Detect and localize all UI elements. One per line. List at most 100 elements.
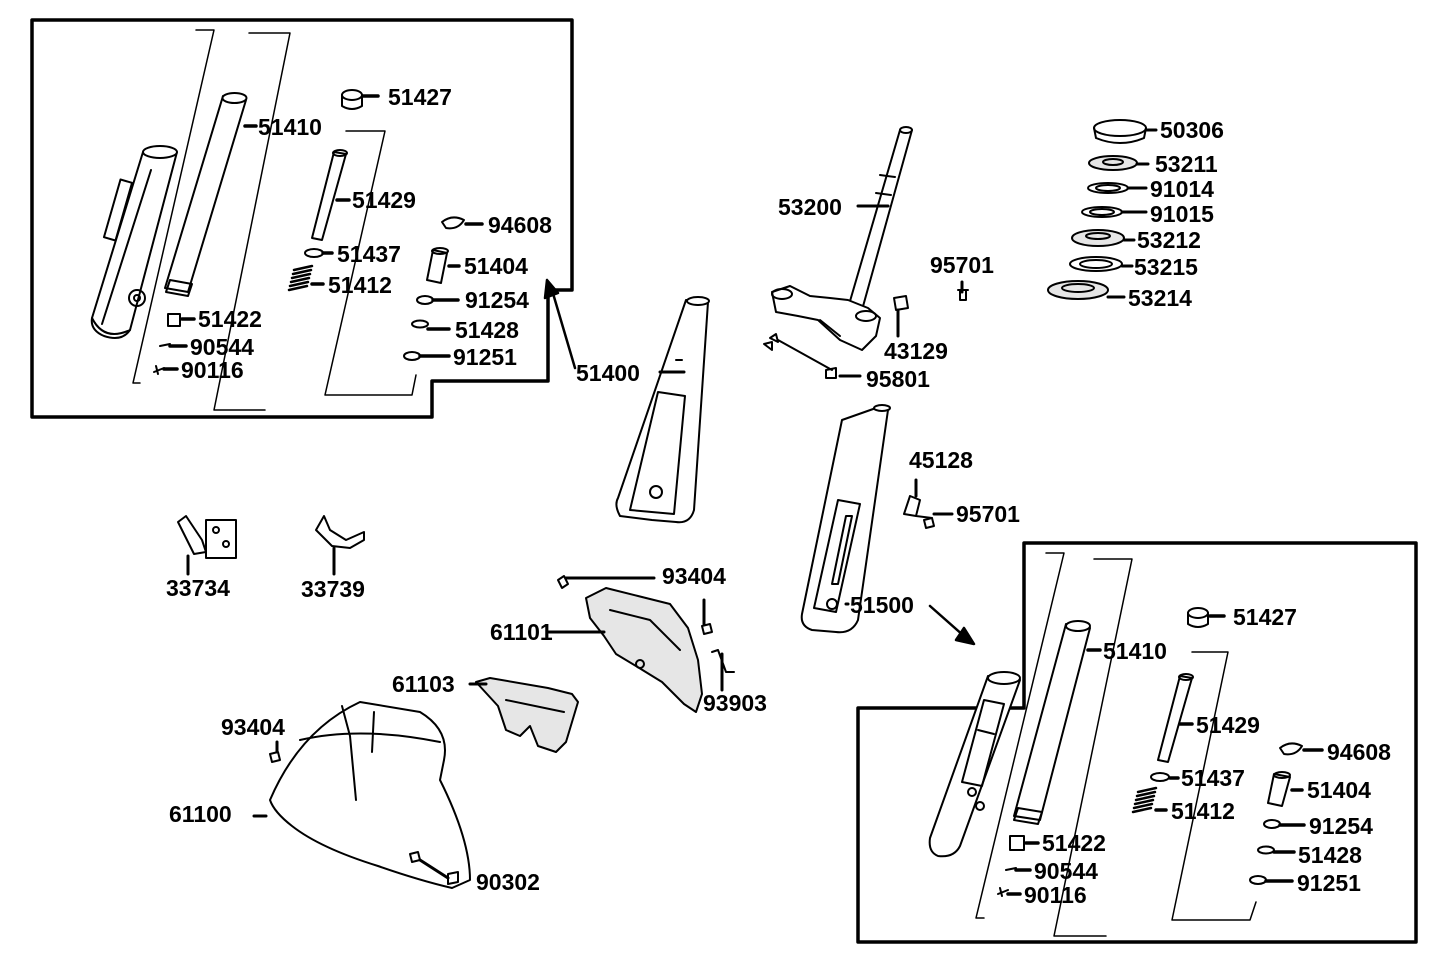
washer-51428-left: [411, 319, 429, 329]
part-label: 51422: [1042, 830, 1106, 856]
cap-51427-right: [1187, 607, 1209, 628]
bracket-33734: [177, 515, 237, 559]
part-label: 90116: [181, 357, 244, 383]
screw-93404-mid: [701, 623, 713, 635]
part-label: 93903: [703, 690, 767, 716]
part-label: 43129: [884, 338, 948, 364]
part-label: 90302: [476, 869, 540, 895]
sleeve-51404-left: [426, 247, 449, 284]
front-fender-61100: [269, 701, 471, 889]
bolt-90116-right: [997, 887, 1009, 897]
screw-93404-bottom: [269, 751, 281, 763]
bracket-33739: [315, 515, 365, 549]
assembly-lines-right-detail: [975, 552, 1257, 937]
washer-51428-right: [1257, 845, 1275, 855]
ring-51437-right: [1150, 772, 1170, 782]
part-label: 51427: [388, 84, 452, 110]
leaders-left-detail: [162, 94, 484, 371]
bracket-45128: [903, 495, 933, 519]
pin-90544-left: [159, 343, 171, 347]
fork-outer-leg-left-detail: [90, 145, 178, 339]
balls-91015: [1081, 206, 1123, 218]
bolt-95801: [763, 333, 837, 379]
cup-53214: [1047, 280, 1109, 300]
part-label: 95801: [866, 366, 930, 392]
part-label: 33734: [166, 575, 230, 601]
part-label: 95701: [930, 252, 994, 278]
ring-51437-left: [304, 248, 324, 258]
rod-51429-left: [311, 149, 348, 241]
part-label: 51429: [1196, 712, 1260, 738]
part-label: 61100: [169, 801, 232, 827]
triple-clamp: [771, 285, 881, 351]
guard-61101: [585, 587, 703, 713]
part-label: 51437: [337, 241, 401, 267]
part-label: 51412: [1171, 798, 1235, 824]
part-label: 51400: [576, 360, 640, 386]
part-label: 51428: [1298, 842, 1362, 868]
rod-51429-right: [1157, 673, 1194, 763]
arrow-51400-to-detail: [543, 278, 577, 370]
washer-91251-left: [403, 351, 421, 361]
part-label: 51500: [850, 592, 914, 618]
washer-91254-left: [416, 295, 434, 305]
nut-50306: [1093, 119, 1147, 144]
part-label: 51428: [455, 317, 519, 343]
detail-box-right: [856, 541, 1418, 944]
part-label: 90544: [190, 334, 254, 360]
part-label: 51437: [1181, 765, 1245, 791]
spring-51412-right: [1131, 786, 1158, 814]
leaders-central: [186, 128, 1158, 880]
assembly-lines-left-detail: [132, 29, 417, 411]
part-label: 51427: [1233, 604, 1297, 630]
leaders-right-detail: [1006, 614, 1324, 896]
cup-53212: [1071, 229, 1125, 247]
fork-inner-tube-left-detail: [164, 92, 248, 297]
part-label: 95701: [956, 501, 1020, 527]
flap-61103: [475, 677, 579, 753]
fork-inner-tube-right-detail: [1013, 620, 1091, 825]
part-label: 53215: [1134, 254, 1198, 280]
part-label: 51412: [328, 272, 392, 298]
part-label: 51410: [1103, 638, 1167, 664]
detail-box-left: [30, 18, 574, 419]
arrow-51500-to-detail: [928, 604, 976, 646]
part-label: 53212: [1137, 227, 1201, 253]
part-label: 51410: [258, 114, 322, 140]
part-label: 90116: [1024, 882, 1087, 908]
part-label: 45128: [909, 447, 973, 473]
pin-90544-right: [1005, 867, 1017, 871]
part-label: 61103: [392, 671, 455, 697]
clip-43129: [893, 295, 909, 311]
fork-leg-51400: [615, 296, 710, 524]
washer-91251-right: [1249, 875, 1267, 885]
part-label: 51429: [352, 187, 416, 213]
part-label: 93404: [221, 714, 285, 740]
clip-94608-right: [1279, 742, 1303, 756]
fork-outer-leg-right-detail: [928, 671, 1021, 858]
part-label: 53211: [1155, 151, 1218, 177]
part-label: 91254: [1309, 813, 1373, 839]
spring-51412-left: [287, 264, 314, 292]
bolt-95701-mid: [923, 517, 935, 529]
part-label: 90544: [1034, 858, 1098, 884]
balls-91014: [1087, 182, 1129, 194]
fork-leg-51500: [800, 404, 891, 634]
part-label: 91014: [1150, 176, 1214, 202]
part-label: 51404: [464, 253, 528, 279]
part-label: 91251: [453, 344, 517, 370]
part-label: 93404: [662, 563, 726, 589]
clip-94608-left: [441, 216, 465, 230]
part-label: 94608: [1327, 739, 1391, 765]
part-label: 53214: [1128, 285, 1192, 311]
bolt-90116-left: [153, 365, 165, 375]
sleeve-51404-right: [1267, 771, 1291, 807]
bush-51422-left: [167, 313, 181, 327]
part-label: 33739: [301, 576, 365, 602]
cap-51427-left: [341, 89, 363, 110]
part-label: 61101: [490, 619, 553, 645]
screw-93404-top: [557, 575, 569, 589]
part-label: 50306: [1160, 117, 1224, 143]
bush-51422-right: [1009, 835, 1025, 851]
